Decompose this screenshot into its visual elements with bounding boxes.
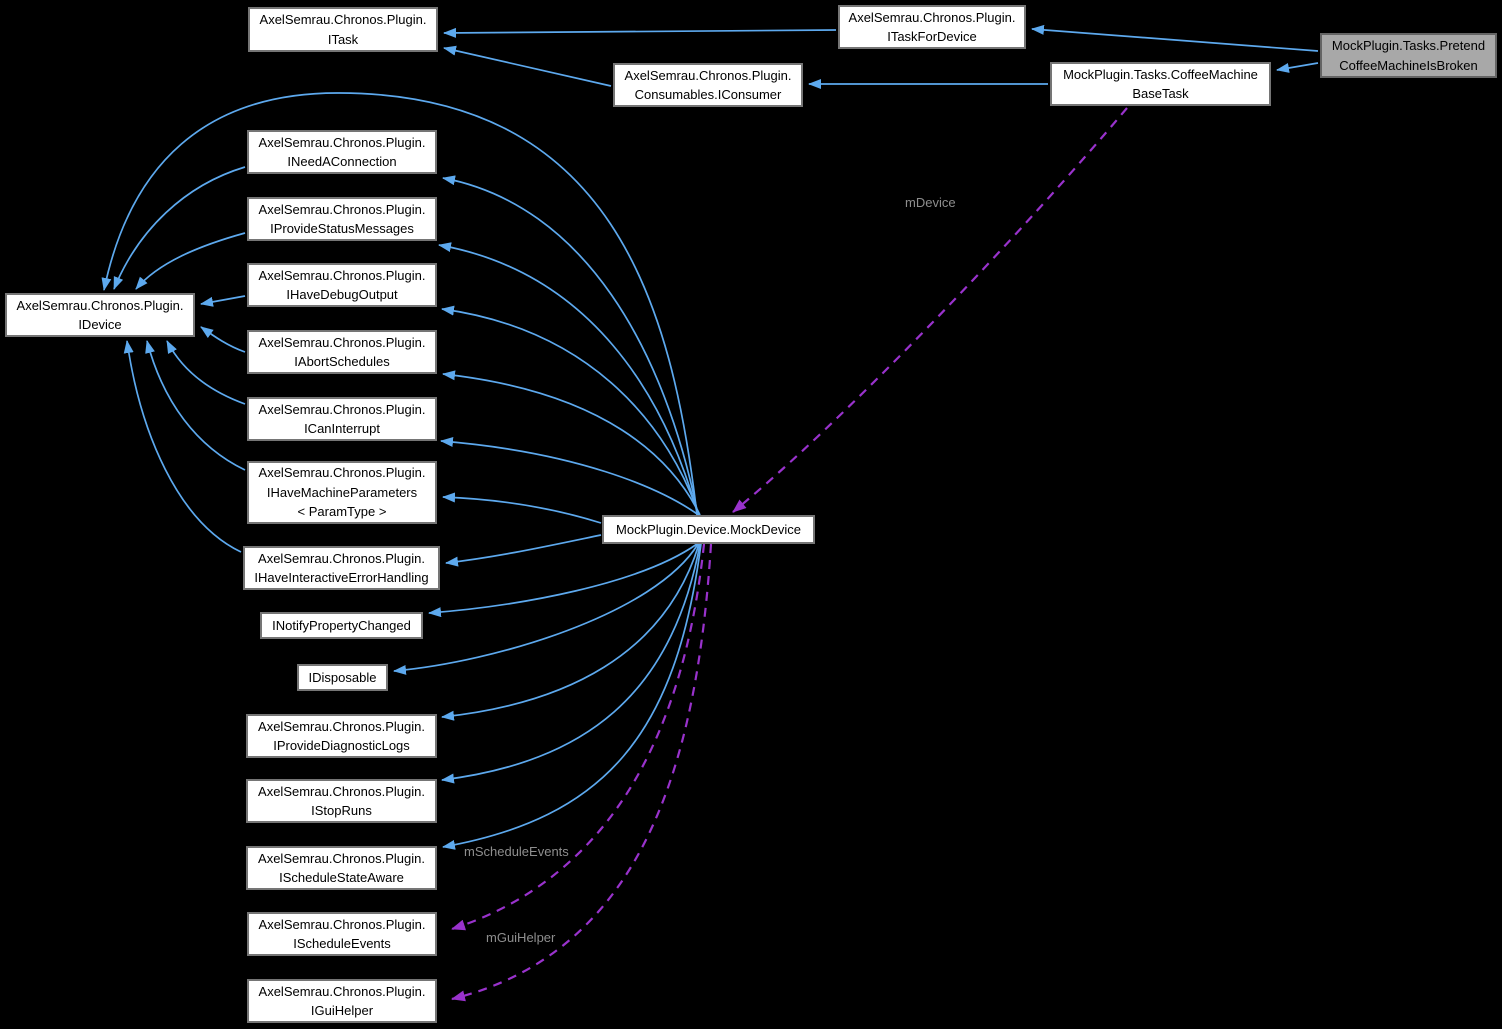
edge-mockdevice-idevice	[101, 92, 698, 516]
node-ihavemachineparameters[interactable]: AxelSemrau.Chronos.Plugin. IHaveMachineP…	[247, 461, 437, 524]
edge-pretendcoffeemachineisbroken-coffeemachinebasetask	[1276, 62, 1319, 73]
node-label: ITask	[327, 31, 359, 47]
node-ischedulestateaware[interactable]: AxelSemrau.Chronos.Plugin. IScheduleStat…	[246, 846, 437, 890]
edge-mockdevice-idisposable	[393, 543, 699, 675]
node-itaskfordevice[interactable]: AxelSemrau.Chronos.Plugin. ITaskForDevic…	[838, 5, 1026, 49]
edge-mockdevice-inotifypropertychanged	[428, 543, 698, 618]
node-label: AxelSemrau.Chronos.Plugin.	[258, 550, 425, 566]
node-label: MockPlugin.Device.MockDevice	[616, 521, 801, 537]
node-label: IScheduleEvents	[293, 936, 391, 951]
edge-label-mdevice: mDevice	[905, 195, 956, 210]
node-ineedaconnection[interactable]: AxelSemrau.Chronos.Plugin. INeedAConnect…	[247, 130, 437, 174]
edge-ihaveinteractiveerrorhandling-idevice	[123, 340, 242, 553]
node-itask[interactable]: AxelSemrau.Chronos.Plugin. ITask	[248, 7, 438, 52]
edge-ineedaconnection-idevice	[113, 166, 246, 290]
node-label: IScheduleStateAware	[279, 870, 404, 885]
node-label: Consumables.IConsumer	[634, 87, 782, 102]
node-iabortschedules[interactable]: AxelSemrau.Chronos.Plugin. IAbortSchedul…	[247, 330, 437, 374]
node-label: IAbortSchedules	[294, 354, 390, 369]
node-label: AxelSemrau.Chronos.Plugin.	[259, 12, 427, 27]
node-label: IGuiHelper	[310, 1003, 374, 1018]
node-mockdevice[interactable]: MockPlugin.Device.MockDevice	[602, 515, 815, 544]
node-inotifypropertychanged[interactable]: INotifyPropertyChanged	[260, 612, 423, 639]
node-label: IProvideDiagnosticLogs	[273, 738, 410, 753]
node-iprovidestatusmessages[interactable]: AxelSemrau.Chronos.Plugin. IProvideStatu…	[247, 197, 437, 241]
edge-mockdevice-iabortschedules	[442, 370, 701, 516]
node-label: CoffeeMachineIsBroken	[1339, 57, 1478, 73]
node-label: MockPlugin.Tasks.Pretend	[1331, 38, 1486, 53]
edge-mockdevice-ihaveinteractiveerrorhandling	[445, 534, 602, 567]
node-icaninterrupt[interactable]: AxelSemrau.Chronos.Plugin. ICanInterrupt	[247, 397, 437, 441]
edge-mockdevice-ihavemachineparameters	[442, 492, 602, 524]
node-idisposable[interactable]: IDisposable	[297, 664, 388, 691]
node-iguihelper[interactable]: AxelSemrau.Chronos.Plugin. IGuiHelper	[247, 979, 437, 1023]
edge-icaninterrupt-idevice	[166, 340, 246, 405]
node-label: ICanInterrupt	[304, 421, 380, 436]
node-label: AxelSemrau.Chronos.Plugin.	[258, 718, 425, 734]
node-label: AxelSemrau.Chronos.Plugin.	[258, 983, 426, 999]
node-label: AxelSemrau.Chronos.Plugin.	[258, 850, 425, 866]
node-ihaveinteractiveerrorhandling[interactable]: AxelSemrau.Chronos.Plugin. IHaveInteract…	[243, 546, 440, 590]
edge-itaskfordevice-itask	[443, 27, 837, 38]
edge-ihavemachineparameters-idevice	[145, 340, 246, 471]
node-label: AxelSemrau.Chronos.Plugin.	[258, 201, 426, 217]
edge-mockdevice-icaninterrupt	[440, 437, 701, 517]
node-iconsumer[interactable]: AxelSemrau.Chronos.Plugin. Consumables.I…	[613, 63, 803, 107]
edge-mockdevice-ischeduleevents	[451, 543, 706, 931]
node-label: INotifyPropertyChanged	[272, 617, 411, 633]
node-label: INeedAConnection	[287, 154, 397, 169]
node-label: ITaskForDevice	[887, 29, 977, 44]
node-ischeduleevents[interactable]: AxelSemrau.Chronos.Plugin. IScheduleEven…	[247, 912, 437, 956]
edge-mockdevice-ischedulestateaware	[442, 543, 702, 850]
edge-iconsumer-itask	[443, 45, 612, 87]
edge-mockdevice-ineedaconnection	[442, 175, 699, 516]
node-iprovidediagnosticlogs[interactable]: AxelSemrau.Chronos.Plugin. IProvideDiagn…	[246, 714, 437, 758]
node-coffeemachinebasetask[interactable]: MockPlugin.Tasks.CoffeeMachine BaseTask	[1050, 62, 1271, 106]
edge-mockdevice-iprovidestatusmessages	[438, 242, 699, 516]
node-label: IHaveDebugOutput	[286, 287, 398, 302]
edge-mockdevice-iprovidediagnosticlogs	[441, 543, 700, 721]
edge-mockdevice-ihavedebugoutput	[441, 305, 700, 516]
node-label: AxelSemrau.Chronos.Plugin.	[258, 267, 426, 283]
node-label: AxelSemrau.Chronos.Plugin.	[258, 783, 425, 799]
edge-iprovidestatusmessages-idevice	[135, 232, 246, 290]
node-label: IHaveInteractiveErrorHandling	[254, 570, 429, 585]
edge-mockdevice-istopruns	[441, 543, 701, 784]
node-label: < ParamType >	[297, 504, 387, 520]
node-label: AxelSemrau.Chronos.Plugin.	[258, 916, 426, 932]
node-label: MockPlugin.Tasks.CoffeeMachine	[1063, 66, 1258, 82]
node-label: IHaveMachineParameters	[266, 484, 418, 500]
node-label: IDisposable	[308, 669, 377, 685]
edge-ihavedebugoutput-idevice	[200, 295, 246, 307]
node-pretendcoffeemachineisbroken[interactable]: MockPlugin.Tasks.Pretend CoffeeMachineIs…	[1320, 33, 1497, 78]
node-idevice[interactable]: AxelSemrau.Chronos.Plugin. IDevice	[5, 293, 195, 337]
node-label: AxelSemrau.Chronos.Plugin.	[624, 67, 792, 83]
node-label: AxelSemrau.Chronos.Plugin.	[848, 9, 1016, 25]
edge-iabortschedules-idevice	[200, 326, 246, 353]
edge-pretendcoffeemachineisbroken-itaskfordevice	[1031, 24, 1319, 52]
edge-label-mguihelper: mGuiHelper	[486, 930, 556, 945]
node-ihavedebugoutput[interactable]: AxelSemrau.Chronos.Plugin. IHaveDebugOut…	[247, 263, 437, 307]
node-label: BaseTask	[1132, 86, 1189, 101]
node-label: AxelSemrau.Chronos.Plugin.	[258, 401, 426, 417]
node-label: IStopRuns	[311, 803, 372, 818]
node-label: IProvideStatusMessages	[270, 221, 414, 236]
node-label: AxelSemrau.Chronos.Plugin.	[258, 334, 426, 350]
edge-mockdevice-iguihelper	[451, 543, 713, 1002]
node-label: AxelSemrau.Chronos.Plugin.	[16, 297, 184, 313]
node-istopruns[interactable]: AxelSemrau.Chronos.Plugin. IStopRuns	[246, 779, 437, 823]
node-label: IDevice	[78, 317, 122, 332]
node-label: AxelSemrau.Chronos.Plugin.	[258, 465, 426, 481]
edge-coffeemachinebasetask-mockdevice	[732, 107, 1128, 513]
node-label: AxelSemrau.Chronos.Plugin.	[258, 134, 426, 150]
edge-label-mscheduleevents: mScheduleEvents	[464, 844, 569, 859]
